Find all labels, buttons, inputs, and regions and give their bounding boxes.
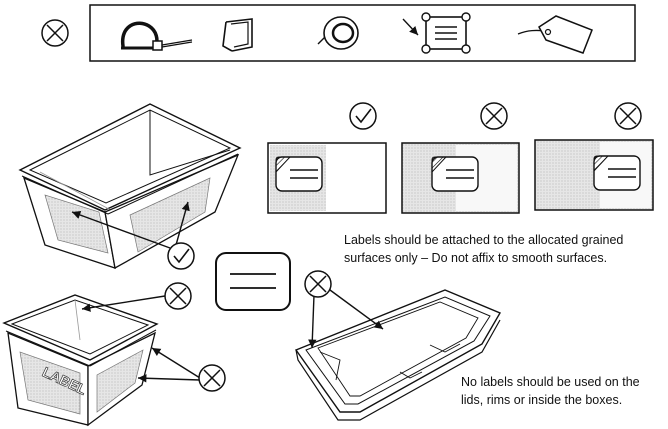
small-box-rim-cross-icon (198, 364, 226, 392)
grained-surface-instruction: Labels should be attached to the allocat… (344, 231, 664, 267)
sticker-icon (402, 12, 471, 54)
label-sticker-icon (593, 155, 641, 191)
grained-instruction-line-2: surfaces only – Do not affix to smooth s… (344, 251, 608, 265)
large-crate-illustration (18, 103, 242, 270)
hang-tag-icon (517, 15, 593, 54)
panel-wrong-2-cross-icon (614, 102, 642, 130)
tape-roll-icon (317, 16, 359, 50)
label-sticker-icon (431, 156, 479, 192)
forbidden-accessories-cross-icon (41, 19, 69, 47)
small-box-illustration: LABEL (2, 294, 201, 427)
small-box-inside-cross-icon (164, 282, 192, 310)
cable-tie-icon (121, 21, 193, 51)
large-crate-check-icon (167, 242, 195, 270)
handle-clip-icon (222, 18, 253, 52)
lids-instruction-line-2: lids, rims or inside the boxes. (461, 393, 623, 407)
panel-correct-check-icon (349, 102, 377, 130)
label-card-icon (215, 252, 291, 311)
lid-illustration (294, 289, 502, 421)
lids-rims-instruction: No labels should be used on the lids, ri… (461, 373, 666, 409)
panel-wrong-2 (534, 139, 654, 211)
panel-wrong-1 (401, 142, 520, 214)
lids-instruction-line-1: No labels should be used on the (461, 375, 640, 389)
lid-cross-icon (304, 270, 332, 298)
grained-instruction-line-1: Labels should be attached to the allocat… (344, 233, 624, 247)
forbidden-accessories-box (89, 4, 636, 62)
label-sticker-icon (275, 156, 323, 192)
panel-correct (267, 142, 387, 214)
panel-wrong-1-cross-icon (480, 102, 508, 130)
